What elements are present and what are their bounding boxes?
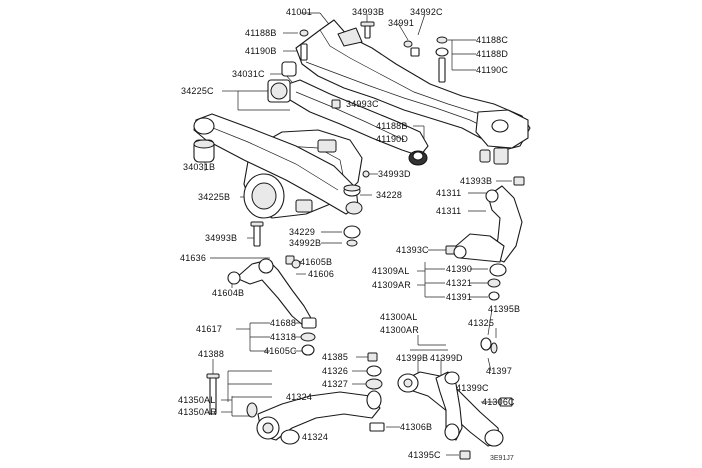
callout-34229: 34229 — [289, 227, 316, 237]
callout-41188c: 41188C — [476, 35, 509, 45]
callout-41399d: 41399D — [430, 353, 463, 363]
callout-41397: 41397 — [486, 366, 513, 376]
callout-41318: 41318 — [270, 332, 297, 342]
callout-41309al: 41309AL — [372, 266, 410, 276]
callout-41390: 41390 — [446, 264, 473, 274]
callout-41393c: 41393C — [396, 245, 429, 255]
callout-41391: 41391 — [446, 292, 473, 302]
upper-cross-beam — [267, 79, 429, 166]
callout-41311-a: 41311 — [436, 188, 462, 198]
callout-34991: 34991 — [388, 18, 415, 28]
callout-41321: 41321 — [446, 278, 473, 288]
callout-34993d: 34993D — [378, 169, 411, 179]
callout-34993c: 34993C — [346, 99, 379, 109]
crossmember — [295, 19, 531, 165]
callout-41306b: 41306B — [400, 422, 433, 432]
callout-41188b-mid: 41188B — [376, 121, 408, 131]
callout-41324-a: 41324 — [286, 392, 313, 402]
callout-34031c: 34031C — [232, 69, 265, 79]
callout-34992c: 34992C — [410, 7, 443, 17]
callout-41325: 41325 — [468, 318, 495, 328]
callout-41309ar: 41309AR — [372, 280, 411, 290]
callout-41617: 41617 — [196, 324, 223, 334]
callout-41606: 41606 — [308, 269, 335, 279]
callout-41324-b: 41324 — [302, 432, 329, 442]
callout-41395c: 41395C — [408, 450, 441, 460]
lower-control-arm — [397, 371, 504, 447]
callout-41388: 41388 — [198, 349, 225, 359]
callout-41399c: 41399C — [456, 383, 489, 393]
callout-41350al: 41350AL — [178, 395, 216, 405]
callout-41188d: 41188D — [476, 49, 509, 59]
callout-41399b: 41399B — [396, 353, 429, 363]
callout-34031b: 34031B — [183, 162, 216, 172]
callout-34225b: 34225B — [198, 192, 231, 202]
callout-34228: 34228 — [376, 190, 403, 200]
callout-41350ar: 41350AR — [178, 407, 217, 417]
callout-41327: 41327 — [322, 379, 349, 389]
callout-34225c: 34225C — [181, 86, 214, 96]
diagram-reference-code: 3E91J7 — [490, 455, 514, 462]
callout-34993b: 34993B — [352, 7, 385, 17]
callout-34993b-low: 34993B — [205, 233, 238, 243]
callout-41190d: 41190D — [376, 134, 409, 144]
callout-41188b-top: 41188B — [245, 28, 277, 38]
callout-34992b: 34992B — [289, 238, 322, 248]
callout-41605c: 41605C — [264, 346, 297, 356]
callout-41311-b: 41311 — [436, 206, 462, 216]
callout-41190b: 41190B — [245, 46, 277, 56]
callout-41326: 41326 — [322, 366, 349, 376]
callout-41395b: 41395B — [488, 304, 521, 314]
callout-41300ar: 41300AR — [380, 325, 419, 335]
callout-41604b: 41604B — [212, 288, 245, 298]
callout-41001: 41001 — [286, 7, 313, 17]
toe-control-arm — [227, 258, 317, 356]
callout-41300al: 41300AL — [380, 312, 418, 322]
bushings-hardware — [193, 21, 525, 460]
callout-41190c: 41190C — [476, 65, 509, 75]
upper-control-arm — [453, 185, 523, 301]
callout-41688: 41688 — [270, 318, 297, 328]
callout-41306c: 41306C — [482, 397, 515, 407]
trailing-arm — [206, 373, 382, 445]
callout-41385: 41385 — [322, 352, 349, 362]
callout-41636: 41636 — [180, 253, 207, 263]
callout-41605b: 41605B — [300, 257, 333, 267]
callout-41393b: 41393B — [460, 176, 493, 186]
